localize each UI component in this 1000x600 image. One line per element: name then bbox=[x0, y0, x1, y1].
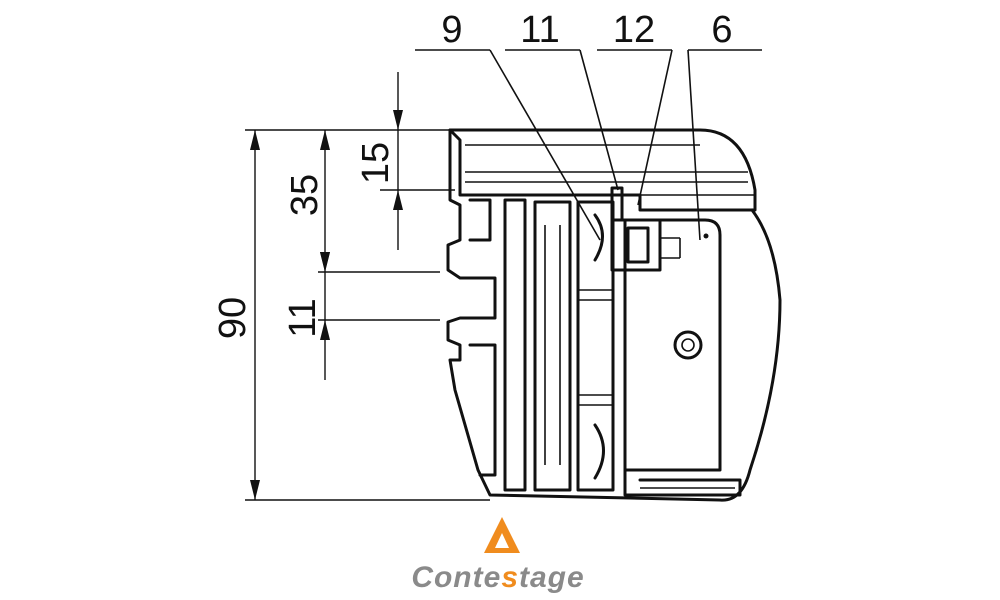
dimension-35: 35 bbox=[284, 174, 326, 216]
dimension-11: 11 bbox=[282, 298, 324, 337]
logo-word-prefix: Conte bbox=[411, 561, 501, 594]
dimension-15: 15 bbox=[355, 142, 397, 184]
callout-12: 12 bbox=[613, 9, 655, 51]
callout-9: 9 bbox=[441, 9, 462, 51]
dimension-90: 90 bbox=[212, 297, 254, 339]
contestage-logo: Contestage bbox=[411, 517, 584, 594]
logo-word-suffix: tage bbox=[519, 561, 585, 594]
callout-11: 11 bbox=[520, 9, 559, 51]
callout-6: 6 bbox=[711, 9, 732, 51]
logo-word-highlight: s bbox=[501, 561, 519, 594]
profile-cross-section bbox=[446, 128, 782, 502]
callout-leaders bbox=[415, 49, 762, 241]
dimension-lines bbox=[245, 72, 490, 501]
logo-wordmark: Contestage bbox=[411, 561, 584, 594]
